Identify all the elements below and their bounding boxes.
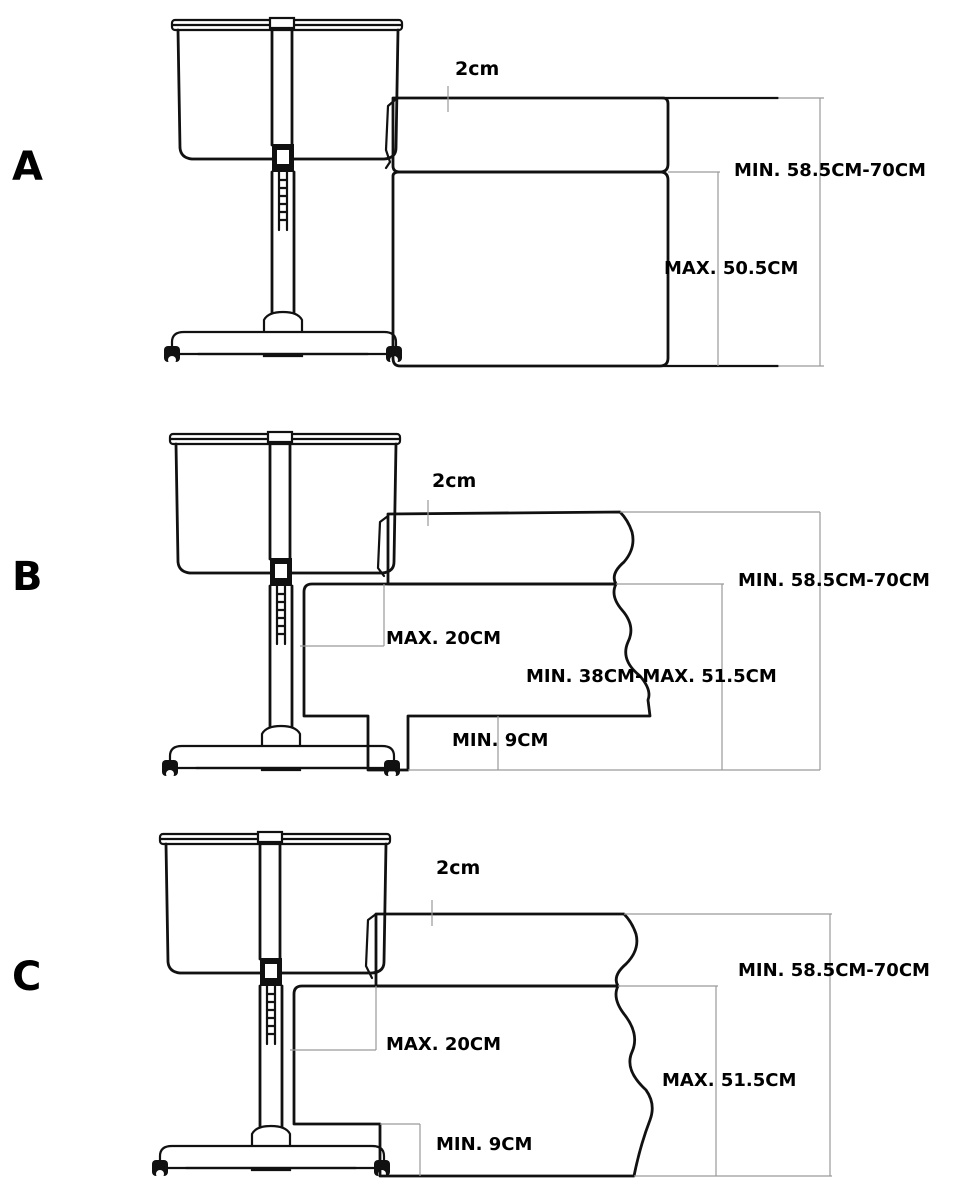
depth-label-b: MAX. 20CM — [386, 628, 501, 649]
panel-letter-a: A — [12, 144, 43, 190]
overall-height-label-b: MIN. 58.5CM-70CM — [738, 570, 930, 591]
panel-letter-c: C — [12, 954, 41, 1000]
crib-drawing-a — [162, 16, 404, 366]
panel-a: A 2cm MIN. 58.5CM-70CM MAX. 50.5CM — [12, 16, 926, 368]
overall-height-label-a: MIN. 58.5CM-70CM — [734, 160, 926, 181]
overall-height-label-c: MIN. 58.5CM-70CM — [738, 960, 930, 981]
gap-label-b: 2cm — [432, 470, 476, 492]
inner-height-label-a: MAX. 50.5CM — [664, 258, 798, 279]
gap-label-c: 2cm — [436, 857, 480, 879]
panel-c: C 2cm MIN. 58.5CM-70CM MAX. 20CM MAX. 51… — [12, 830, 930, 1180]
panel-letter-b: B — [12, 554, 43, 600]
crib-drawing-c — [150, 830, 392, 1180]
panel-b: B 2cm MIN. 58.5CM-70CM MAX. 20CM MIN. 38… — [12, 430, 930, 780]
depth-label-c: MAX. 20CM — [386, 1034, 501, 1055]
gap-label-a: 2cm — [455, 58, 499, 80]
crib-drawing-b — [160, 430, 402, 780]
clearance-label-c: MIN. 9CM — [436, 1134, 532, 1155]
inner-height-label-c: MAX. 51.5CM — [662, 1070, 796, 1091]
inner-height-label-b: MIN. 38CM-MAX. 51.5CM — [526, 666, 777, 687]
clearance-label-b: MIN. 9CM — [452, 730, 548, 751]
